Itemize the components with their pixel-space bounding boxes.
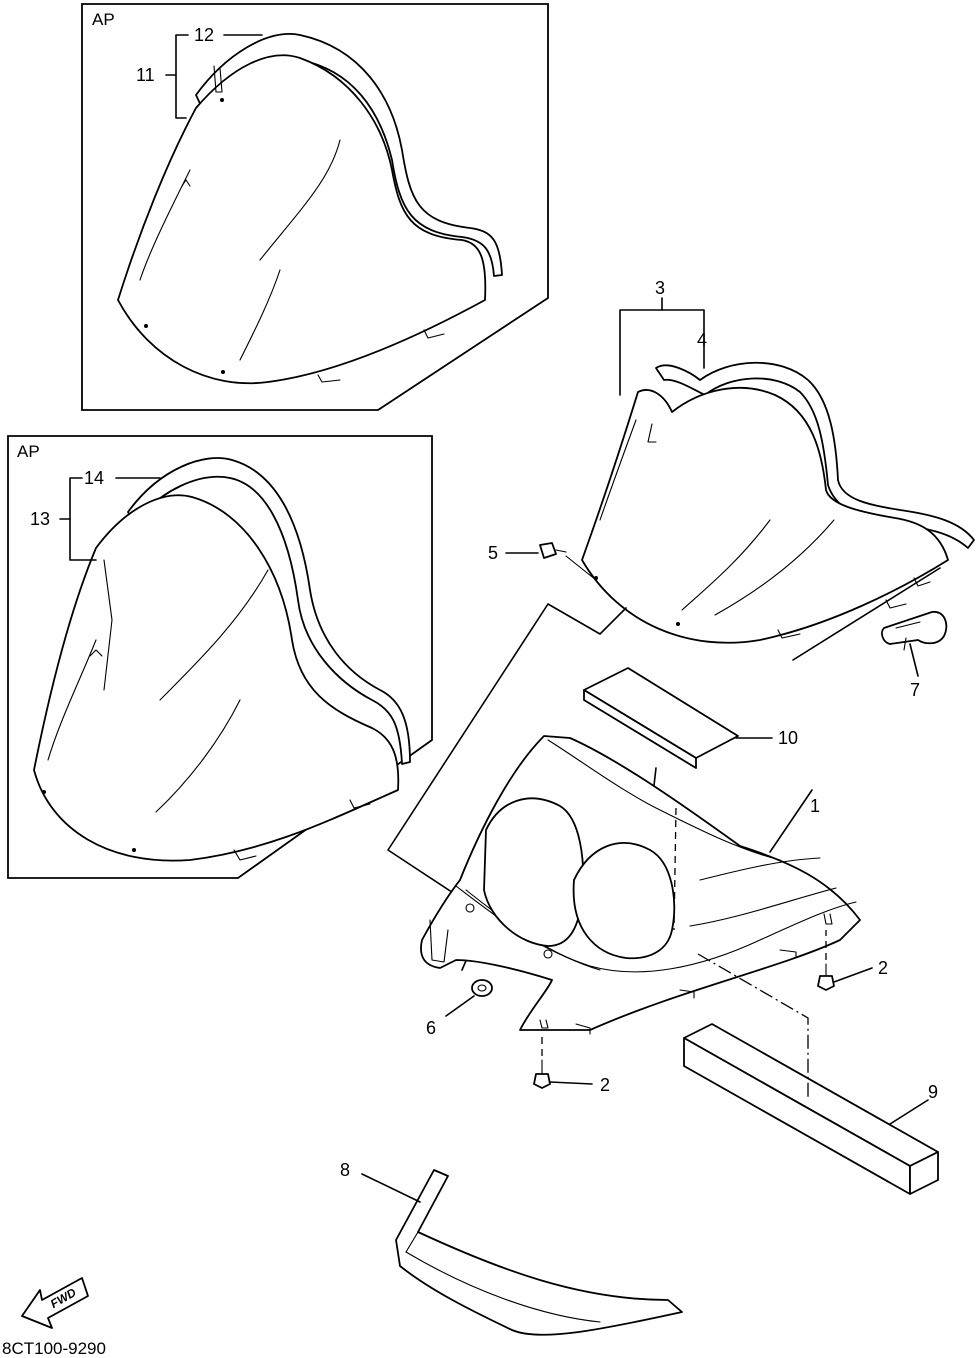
ap-box-left: AP 14 13 [7, 435, 433, 879]
grommet-6 [471, 979, 493, 997]
windshield-alt-b [33, 457, 411, 862]
callout-10: 10 [778, 728, 798, 748]
callout-12: 12 [194, 25, 214, 45]
callout-4: 4 [697, 330, 707, 350]
callout-8: 8 [340, 1160, 350, 1180]
trim-strip-8 [395, 1169, 683, 1336]
callout-13: 13 [30, 509, 50, 529]
foam-block-9 [683, 1023, 939, 1195]
screw-5 [539, 542, 597, 581]
callout-5: 5 [488, 543, 498, 563]
callout-3: 3 [655, 278, 665, 298]
bolt-2-bottom [533, 1032, 551, 1089]
callout-7: 7 [910, 680, 920, 700]
bolt-2-right [817, 930, 835, 991]
windshield-main [387, 361, 975, 971]
windshield-alt-a [117, 33, 503, 385]
diagram-code: 8CT100-9290 [2, 1339, 106, 1358]
fwd-arrow-icon: FWD [21, 1277, 89, 1329]
callout-9: 9 [928, 1082, 938, 1102]
callout-2a: 2 [878, 958, 888, 978]
callout-14: 14 [84, 468, 104, 488]
ap-box-top: AP 12 11 [81, 3, 549, 411]
ap-label-top: AP [92, 10, 115, 29]
pad-10 [583, 667, 739, 769]
callout-1: 1 [810, 796, 820, 816]
callout-2b: 2 [600, 1075, 610, 1095]
callout-11: 11 [136, 65, 155, 85]
clip-7 [881, 611, 948, 651]
callout-6: 6 [426, 1018, 436, 1038]
ap-label-left: AP [17, 442, 40, 461]
cowl-1 [420, 735, 861, 1035]
